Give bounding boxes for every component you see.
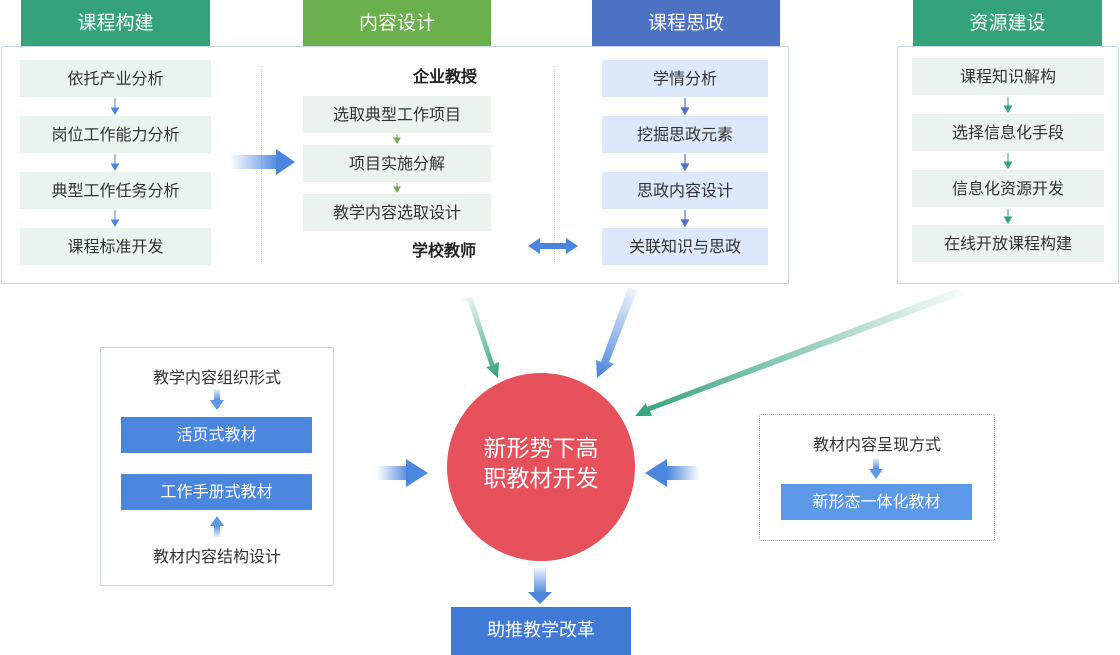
goujian-item-2: 岗位工作能力分析	[20, 116, 211, 153]
double-arrow	[528, 238, 578, 254]
zhutui-button[interactable]: 助推教学改革	[451, 607, 631, 655]
center-to-button-arrow	[528, 568, 552, 604]
sizheng-down-arrows	[680, 98, 690, 228]
sizheng-item-3: 思政内容设计	[602, 172, 768, 209]
goujian-item-1: 依托产业分析	[20, 60, 211, 97]
left-box-arrows	[210, 389, 224, 537]
left-to-center-arrow	[377, 459, 428, 487]
sizheng-item-1: 学情分析	[602, 60, 768, 97]
center-circle	[447, 373, 635, 561]
center-line-2: 职教材开发	[483, 466, 599, 492]
tab-neirong-sheji: 内容设计	[303, 0, 491, 46]
gongzuo-shouce-bar: 工作手册式教材	[121, 474, 312, 510]
left-top-text: 教学内容组织形式	[152, 368, 281, 387]
center-line-1: 新形势下高	[483, 436, 599, 462]
sizheng-item-2: 挖掘思政元素	[602, 116, 768, 153]
right-top-text: 教材内容呈现方式	[812, 435, 941, 454]
divider-2	[554, 66, 555, 264]
ziyuan-item-1: 课程知识解构	[912, 58, 1104, 95]
neirong-item-1: 选取典型工作项目	[303, 96, 491, 133]
huoye-bar: 活页式教材	[121, 417, 312, 453]
ziyuan-item-2: 选择信息化手段	[912, 114, 1104, 151]
goujian-down-arrows	[110, 98, 120, 227]
sizheng-to-center-arrow	[596, 287, 637, 378]
xuexiao-jiaoshi-label: 学校教师	[411, 241, 476, 260]
right-to-center-arrow	[645, 459, 700, 487]
tab-kecheng-goujian: 课程构建	[21, 0, 210, 46]
right-box-arrow	[869, 458, 883, 479]
neirong-down-arrows	[393, 134, 401, 193]
neirong-to-center-arrow	[462, 296, 499, 378]
tab-kecheng-sizheng: 课程思政	[592, 0, 780, 46]
left-bottom-text: 教材内容结构设计	[152, 547, 281, 566]
neirong-item-3: 教学内容选取设计	[303, 194, 491, 231]
goujian-item-4: 课程标准开发	[20, 228, 211, 265]
goujian-to-neirong-arrow	[230, 149, 295, 175]
ziyuan-item-4: 在线开放课程构建	[912, 225, 1104, 262]
neirong-item-2: 项目实施分解	[303, 145, 491, 182]
center-text: 新形势下高 职教材开发	[447, 434, 635, 494]
goujian-item-3: 典型工作任务分析	[20, 172, 211, 209]
qiye-jiaoshou-label: 企业教授	[412, 67, 477, 86]
ziyuan-down-arrows	[1003, 97, 1013, 224]
ziyuan-to-center-arrow	[635, 288, 962, 416]
xinxingtai-bar: 新形态一体化教材	[781, 484, 972, 520]
ziyuan-item-3: 信息化资源开发	[912, 170, 1104, 207]
tab-ziyuan-jianshe: 资源建设	[913, 0, 1102, 46]
sizheng-item-4: 关联知识与思政	[602, 228, 768, 265]
left-box	[100, 347, 334, 586]
